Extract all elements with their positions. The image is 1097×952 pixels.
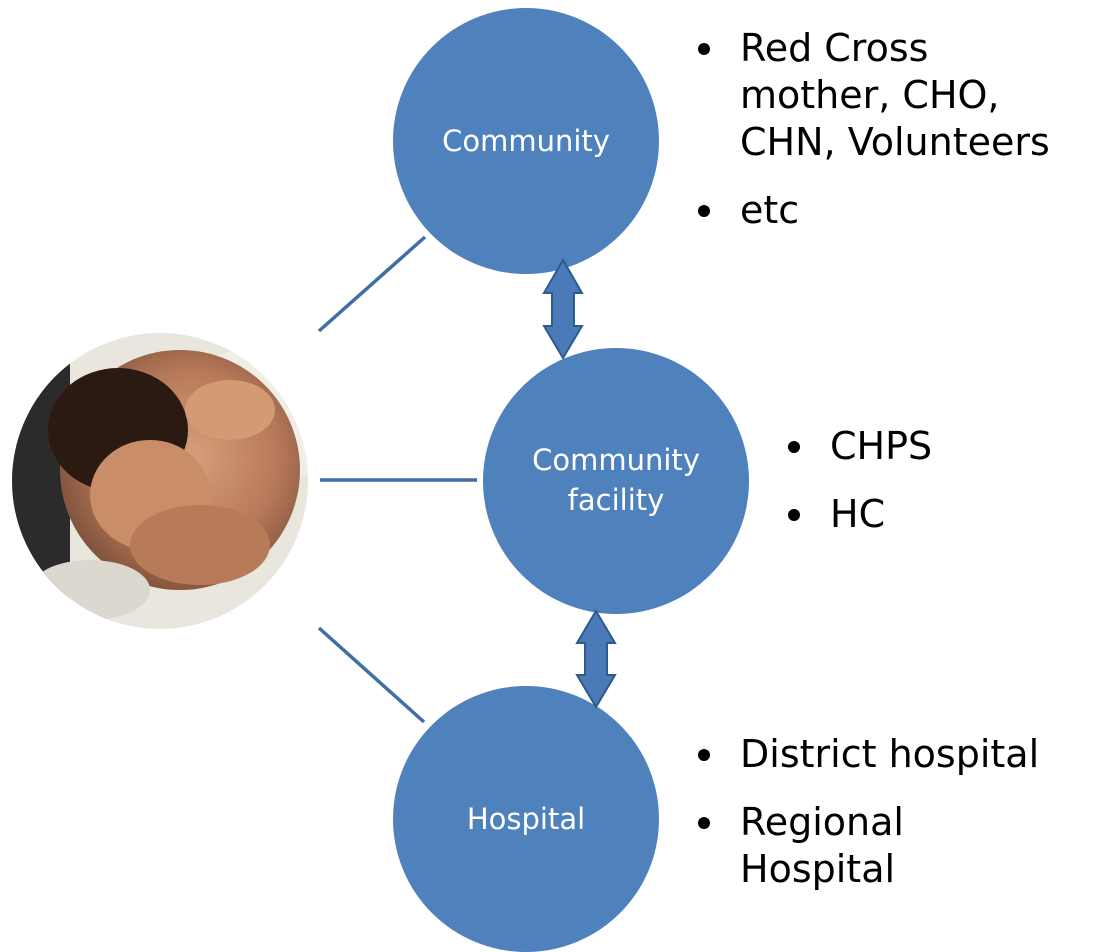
list-item: etc [693, 187, 1093, 234]
hospital-bullet-list: District hospital Regional Hospital [693, 731, 1093, 914]
node-hospital [393, 686, 659, 952]
list-item: Red Cross mother, CHO, CHN, Volunteers [693, 25, 1093, 166]
list-item: District hospital [693, 731, 1093, 778]
node-community [393, 8, 659, 274]
double-arrow-facility-hospital [575, 609, 617, 709]
node-community-label: Community [442, 124, 610, 158]
list-item: CHPS [783, 423, 1083, 470]
double-arrow-community-facility [542, 257, 584, 360]
node-community-facility [483, 348, 749, 614]
community-bullet-list: Red Cross mother, CHO, CHN, Volunteers e… [693, 25, 1093, 255]
connector-photo-community [317, 235, 427, 333]
list-item: HC [783, 491, 1083, 538]
facility-bullet-list: CHPS HC [783, 423, 1083, 559]
node-hospital-label: Hospital [466, 802, 586, 836]
node-facility-label: Community facility [532, 443, 700, 517]
connector-photo-hospital [317, 626, 426, 724]
list-item: Regional Hospital [693, 799, 1093, 893]
newborn-baby-photo [12, 333, 308, 629]
